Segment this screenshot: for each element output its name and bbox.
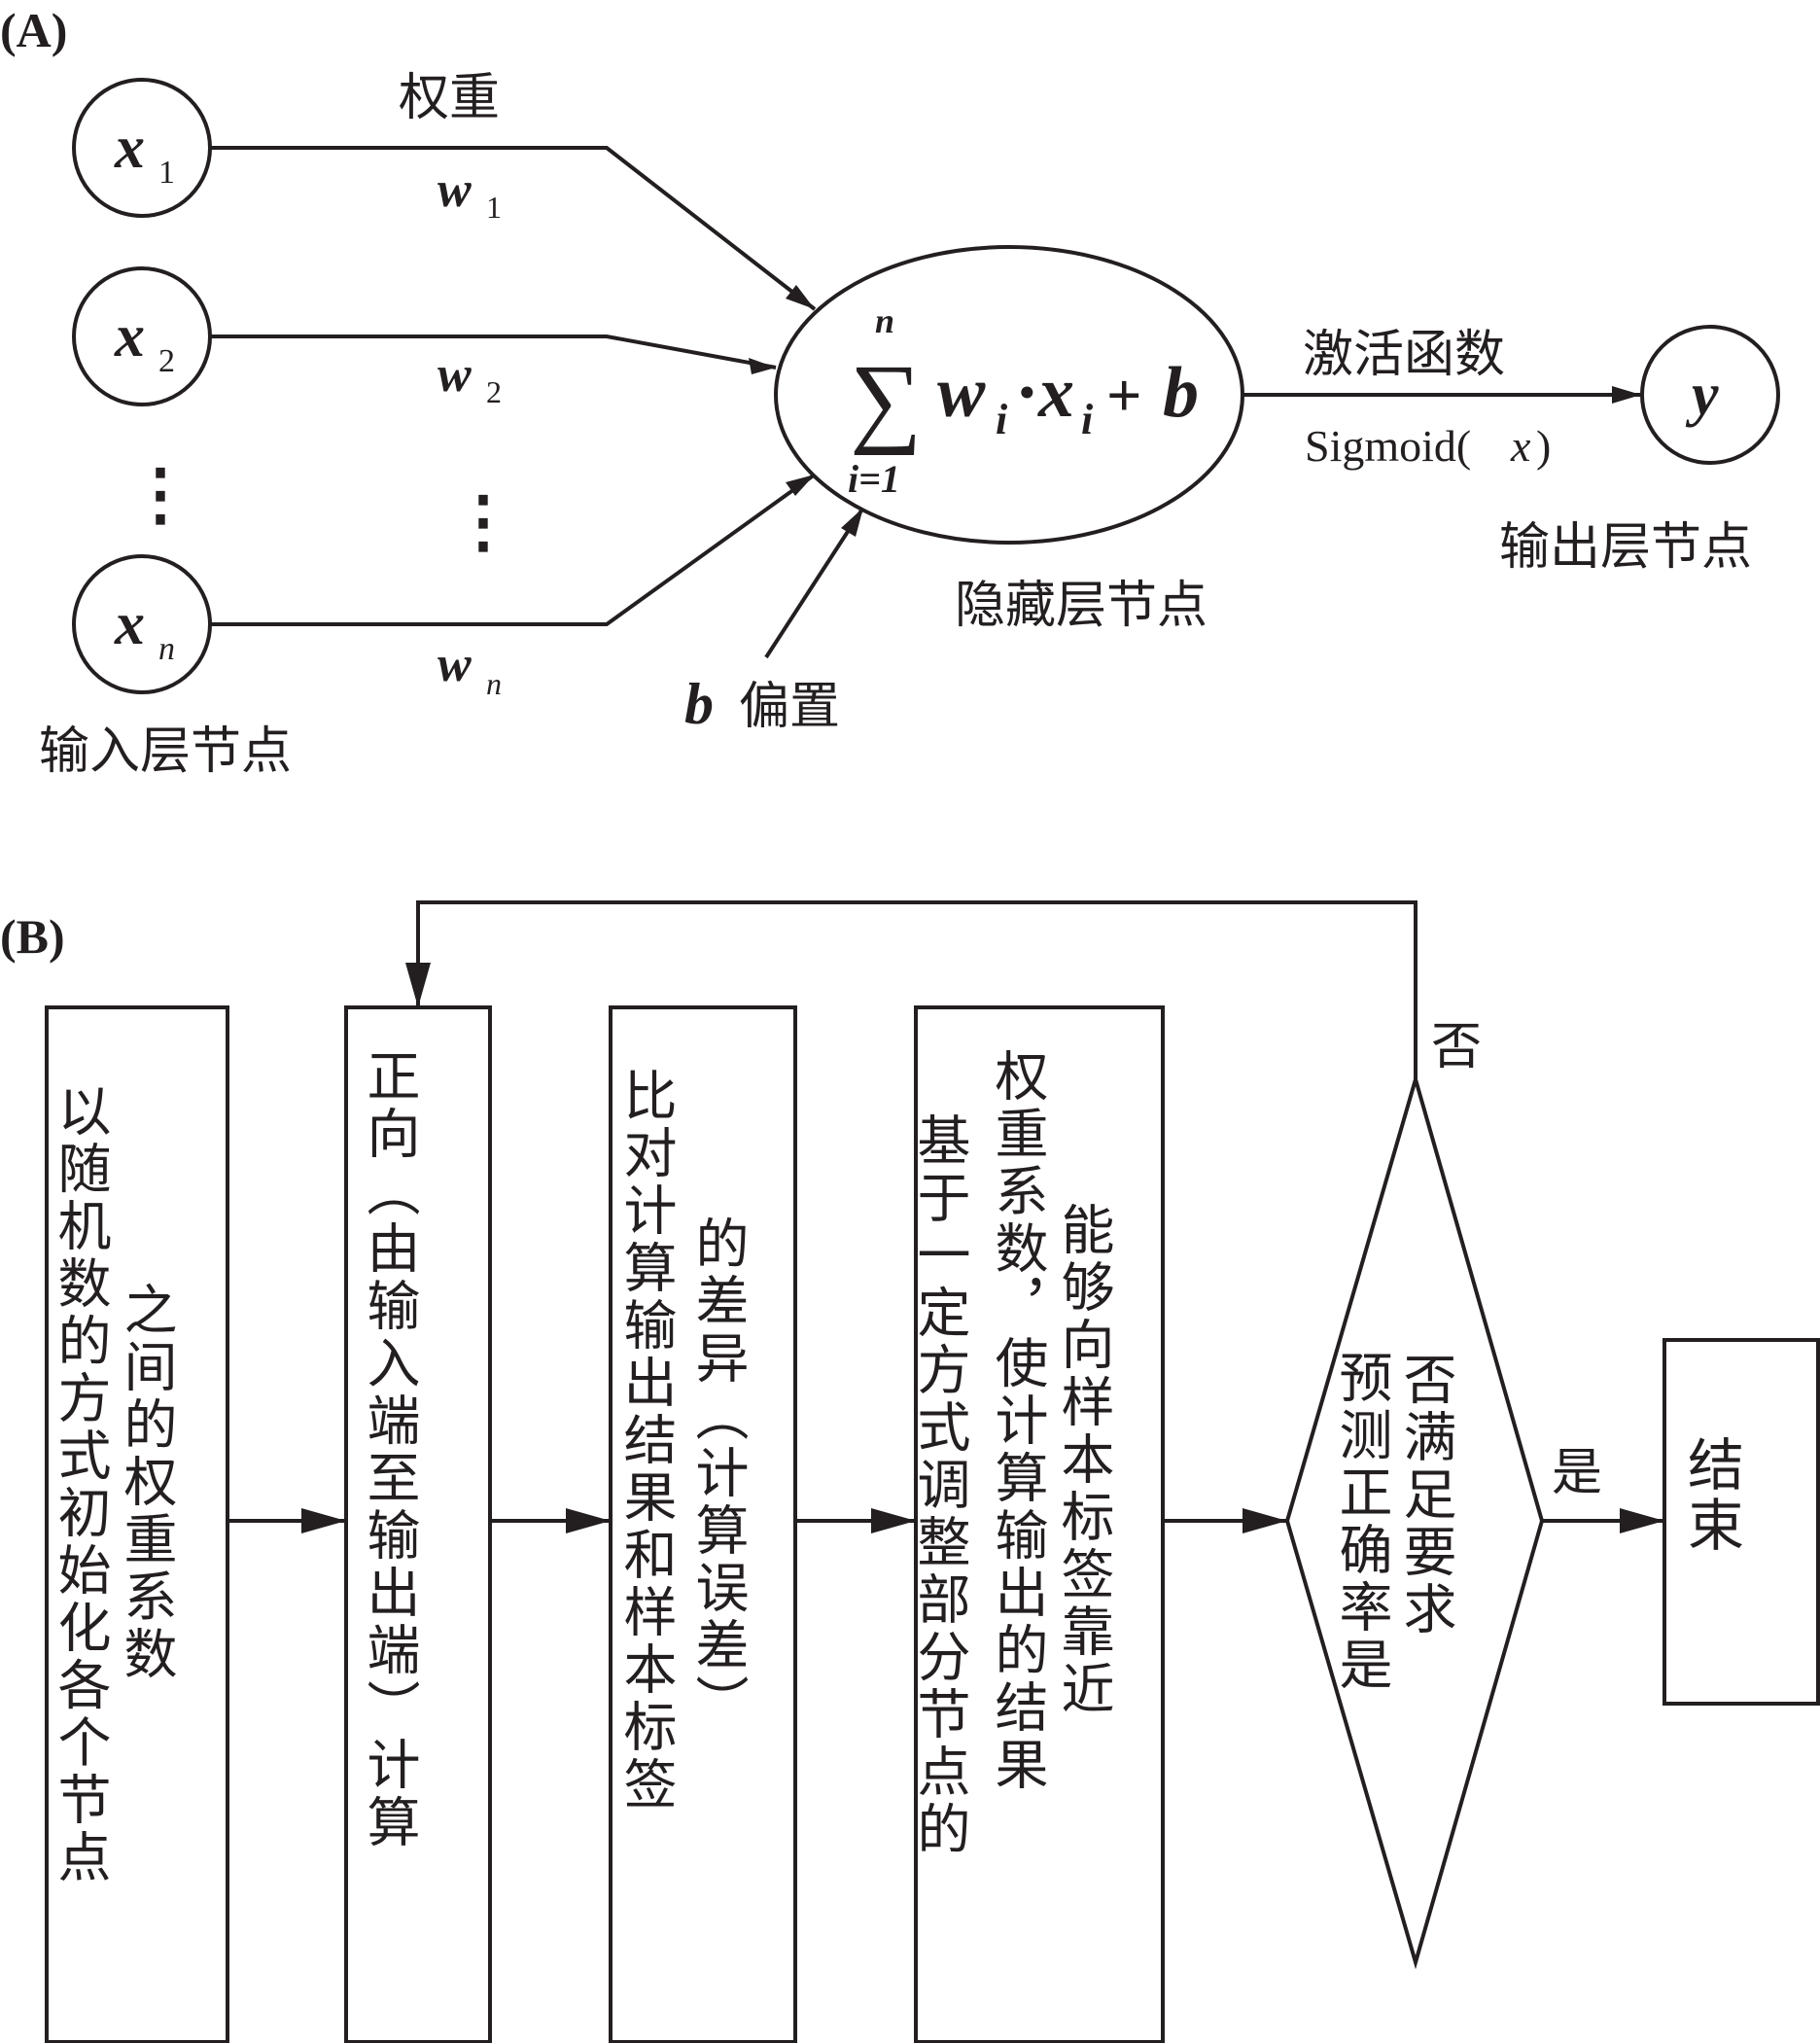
step-adjust-weights-text-left: 基于一定方式调整部分节点的	[908, 1112, 970, 1858]
input-node-n: x n	[72, 554, 212, 694]
activation-label: 激活函数	[1303, 326, 1505, 384]
input-node-n-sub: n	[158, 631, 175, 667]
step-adjust-weights: 基于一定方式调整部分节点的 权重系数，使计算输出的结果 能够向样本标签靠近	[908, 1005, 1165, 2043]
no-label: 否	[1431, 1018, 1482, 1076]
flow-arrow-4-decision	[1163, 1508, 1287, 1533]
weight-title: 权重	[399, 69, 500, 127]
arrowhead	[841, 508, 863, 537]
step-init-weights-text-side: 之间的权重系数	[115, 1282, 177, 1683]
weight-connection-2	[210, 335, 777, 374]
arrowhead	[301, 1508, 346, 1533]
input-node-2-symbol: x	[114, 303, 145, 370]
input-node-2: x 2	[72, 266, 212, 406]
step-adjust-weights-text-mid: 权重系数，使计算输出的结果	[986, 1048, 1048, 1794]
flow-arrow-no-loop	[405, 900, 1418, 1079]
arrowhead	[786, 285, 815, 309]
bias-symbol: b	[684, 672, 714, 736]
weight-2-sub: 2	[486, 374, 502, 409]
input-ellipsis: ⋮	[126, 458, 194, 533]
weight-1-sub: 1	[486, 190, 502, 225]
input-node-n-symbol: x	[114, 591, 145, 657]
activation-fn-name: Sigmoid(	[1305, 421, 1471, 471]
arrowhead	[749, 358, 776, 374]
formula-w: w	[937, 353, 986, 433]
formula-x: x	[1037, 353, 1074, 433]
weight-label-n: w n	[438, 637, 502, 701]
bias-connection	[764, 506, 865, 659]
formula-plus: +	[1106, 361, 1141, 430]
arrowhead	[1620, 1508, 1664, 1533]
yes-label: 是	[1552, 1444, 1602, 1502]
panel-a-label: (A)	[0, 3, 67, 57]
activation-fn-arg: x	[1510, 421, 1531, 471]
arrowhead	[405, 963, 431, 1007]
step-compare-error: 比对计算输出结果和样本标签 的差异（计算误差）	[609, 1005, 797, 2043]
arrowhead	[1242, 1508, 1287, 1533]
decision-text-right: 否满足要求	[1394, 1352, 1456, 1638]
bias-label: 偏置	[739, 678, 840, 736]
step-forward-calc-text: 正向（由输入端至输出端）计算	[358, 1048, 420, 1851]
step-adjust-weights-text-right: 能够向样本标签靠近	[1052, 1202, 1114, 1718]
hidden-node: ∑ n i=1 w i · x i + b	[774, 245, 1244, 545]
weight-n-sub: n	[486, 666, 502, 701]
flow-arrow-2-3	[490, 1508, 611, 1533]
activation-fn-close: )	[1536, 421, 1551, 471]
formula-b: b	[1163, 353, 1199, 433]
weight-2-symbol: w	[438, 347, 472, 403]
weight-ellipsis: ⋮	[449, 485, 517, 560]
activation-function: Sigmoid( x )	[1305, 421, 1551, 471]
output-node: y	[1640, 325, 1780, 465]
input-layer-label: 输入层节点	[39, 722, 292, 781]
decision-accuracy: 预测正确率是 否满足要求	[1284, 1072, 1545, 1970]
flow-arrow-1-2	[228, 1508, 346, 1533]
input-node-1: x 1	[72, 78, 212, 218]
step-init-weights: 以随机数的方式初始化各个节点 之间的权重系数	[45, 1005, 229, 2043]
step-compare-error-text-side: 的差异（计算误差）	[686, 1215, 749, 1732]
arrowhead	[1612, 386, 1641, 404]
formula-dot: ·	[1015, 353, 1039, 433]
flow-arrow-yes	[1542, 1508, 1664, 1533]
input-node-1-symbol: x	[114, 115, 145, 181]
hidden-layer-label: 隐藏层节点	[955, 577, 1208, 635]
weight-n-symbol: w	[438, 637, 472, 692]
arrowhead	[566, 1508, 611, 1533]
flow-arrow-3-4	[795, 1508, 916, 1533]
step-end: 结束	[1662, 1338, 1820, 1706]
activation-connection	[1242, 386, 1641, 404]
arrowhead	[871, 1508, 916, 1533]
panel-b-label: (B)	[0, 909, 65, 964]
step-init-weights-text-main: 以随机数的方式初始化各个节点	[49, 1083, 111, 1886]
formula-sub-i-2: i	[1081, 396, 1094, 443]
input-node-1-sub: 1	[158, 155, 175, 191]
weight-label-1: w 1	[438, 162, 502, 225]
decision-text-left: 预测正确率是	[1330, 1350, 1392, 1694]
end-text: 结束	[1678, 1435, 1744, 1556]
input-node-2-sub: 2	[158, 343, 175, 379]
weight-connection-n	[210, 473, 817, 626]
weight-label-2: w 2	[438, 347, 502, 409]
formula-lower: i=1	[848, 457, 900, 501]
output-layer-label: 输出层节点	[1499, 518, 1752, 577]
formula-sigma: ∑	[850, 344, 922, 456]
step-compare-error-text-main: 比对计算输出结果和样本标签	[614, 1068, 677, 1814]
weight-connection-1	[210, 146, 817, 311]
formula-sub-i-1: i	[996, 396, 1008, 443]
arrowhead	[786, 475, 815, 496]
weight-1-symbol: w	[438, 162, 472, 218]
formula-upper: n	[875, 301, 894, 340]
step-forward-calc: 正向（由输入端至输出端）计算	[344, 1005, 492, 2043]
